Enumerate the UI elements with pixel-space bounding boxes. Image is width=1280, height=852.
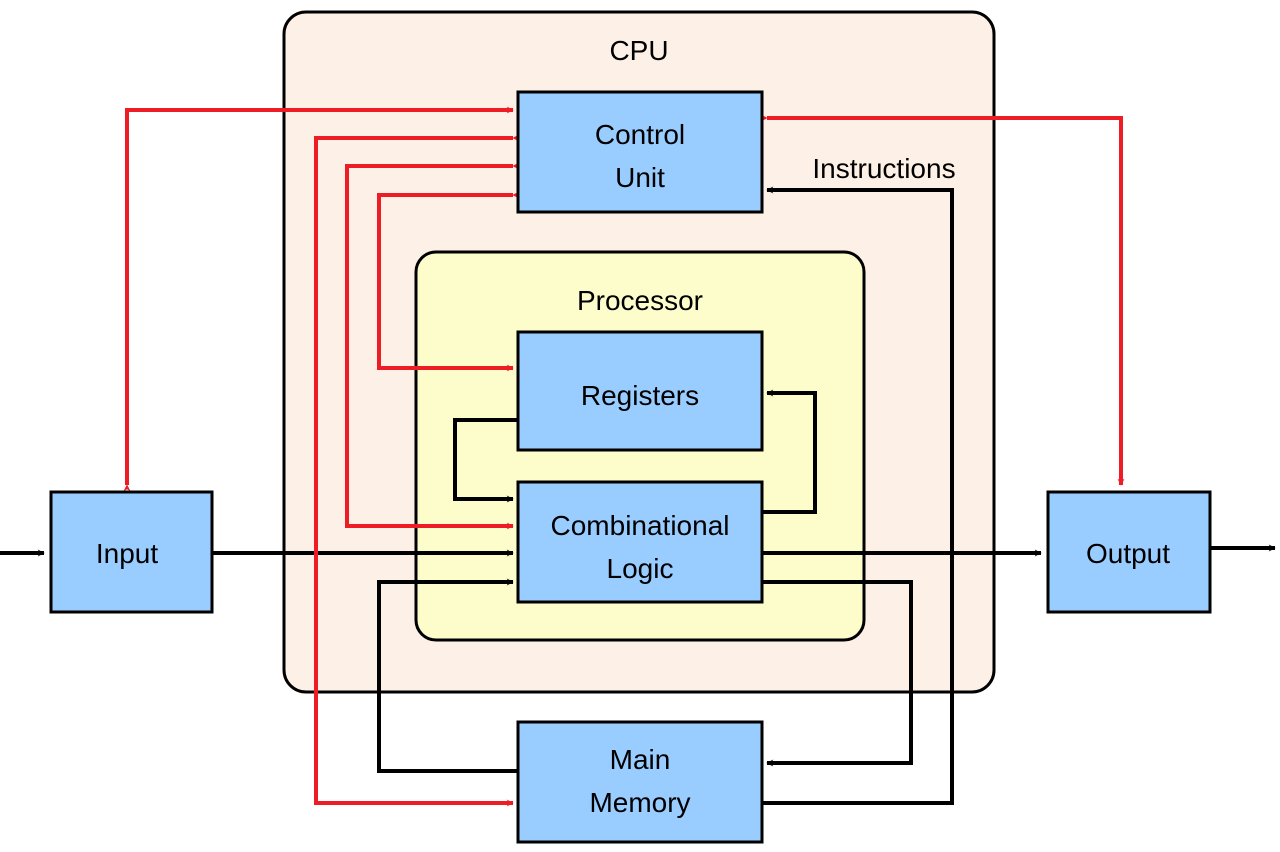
main-memory-label-line2: Memory	[589, 787, 690, 818]
control-unit-label-line2: Unit	[615, 162, 665, 193]
control-to-memory-signal	[314, 134, 520, 807]
memory-to-logic-arrow	[377, 578, 518, 773]
logic-to-memory-arrow	[762, 580, 913, 767]
output-label: Output	[1086, 538, 1170, 569]
control-signals	[123, 106, 1125, 807]
registers-label: Registers	[581, 380, 699, 411]
combinational-logic-box: Combinational Logic	[516, 480, 764, 604]
input-box: Input	[49, 490, 214, 614]
main-memory-box: Main Memory	[516, 720, 764, 844]
combinational-logic-label-line2: Logic	[607, 553, 674, 584]
combinational-logic-label-line1: Combinational	[551, 510, 730, 541]
instructions-label: Instructions	[812, 153, 955, 184]
control-unit-label-line1: Control	[595, 119, 685, 150]
control-unit-box: Control Unit	[516, 90, 764, 214]
control-to-registers-signal	[377, 191, 520, 372]
processor-label: Processor	[577, 285, 703, 316]
control-to-input-signal	[123, 106, 514, 492]
control-to-output-signal	[760, 114, 1125, 486]
output-box: Output	[1046, 490, 1212, 614]
input-label: Input	[96, 538, 158, 569]
control-to-logic-signal	[345, 162, 520, 530]
registers-box: Registers	[516, 330, 764, 452]
main-memory-label-line1: Main	[610, 744, 671, 775]
cpu-label: CPU	[609, 35, 668, 66]
